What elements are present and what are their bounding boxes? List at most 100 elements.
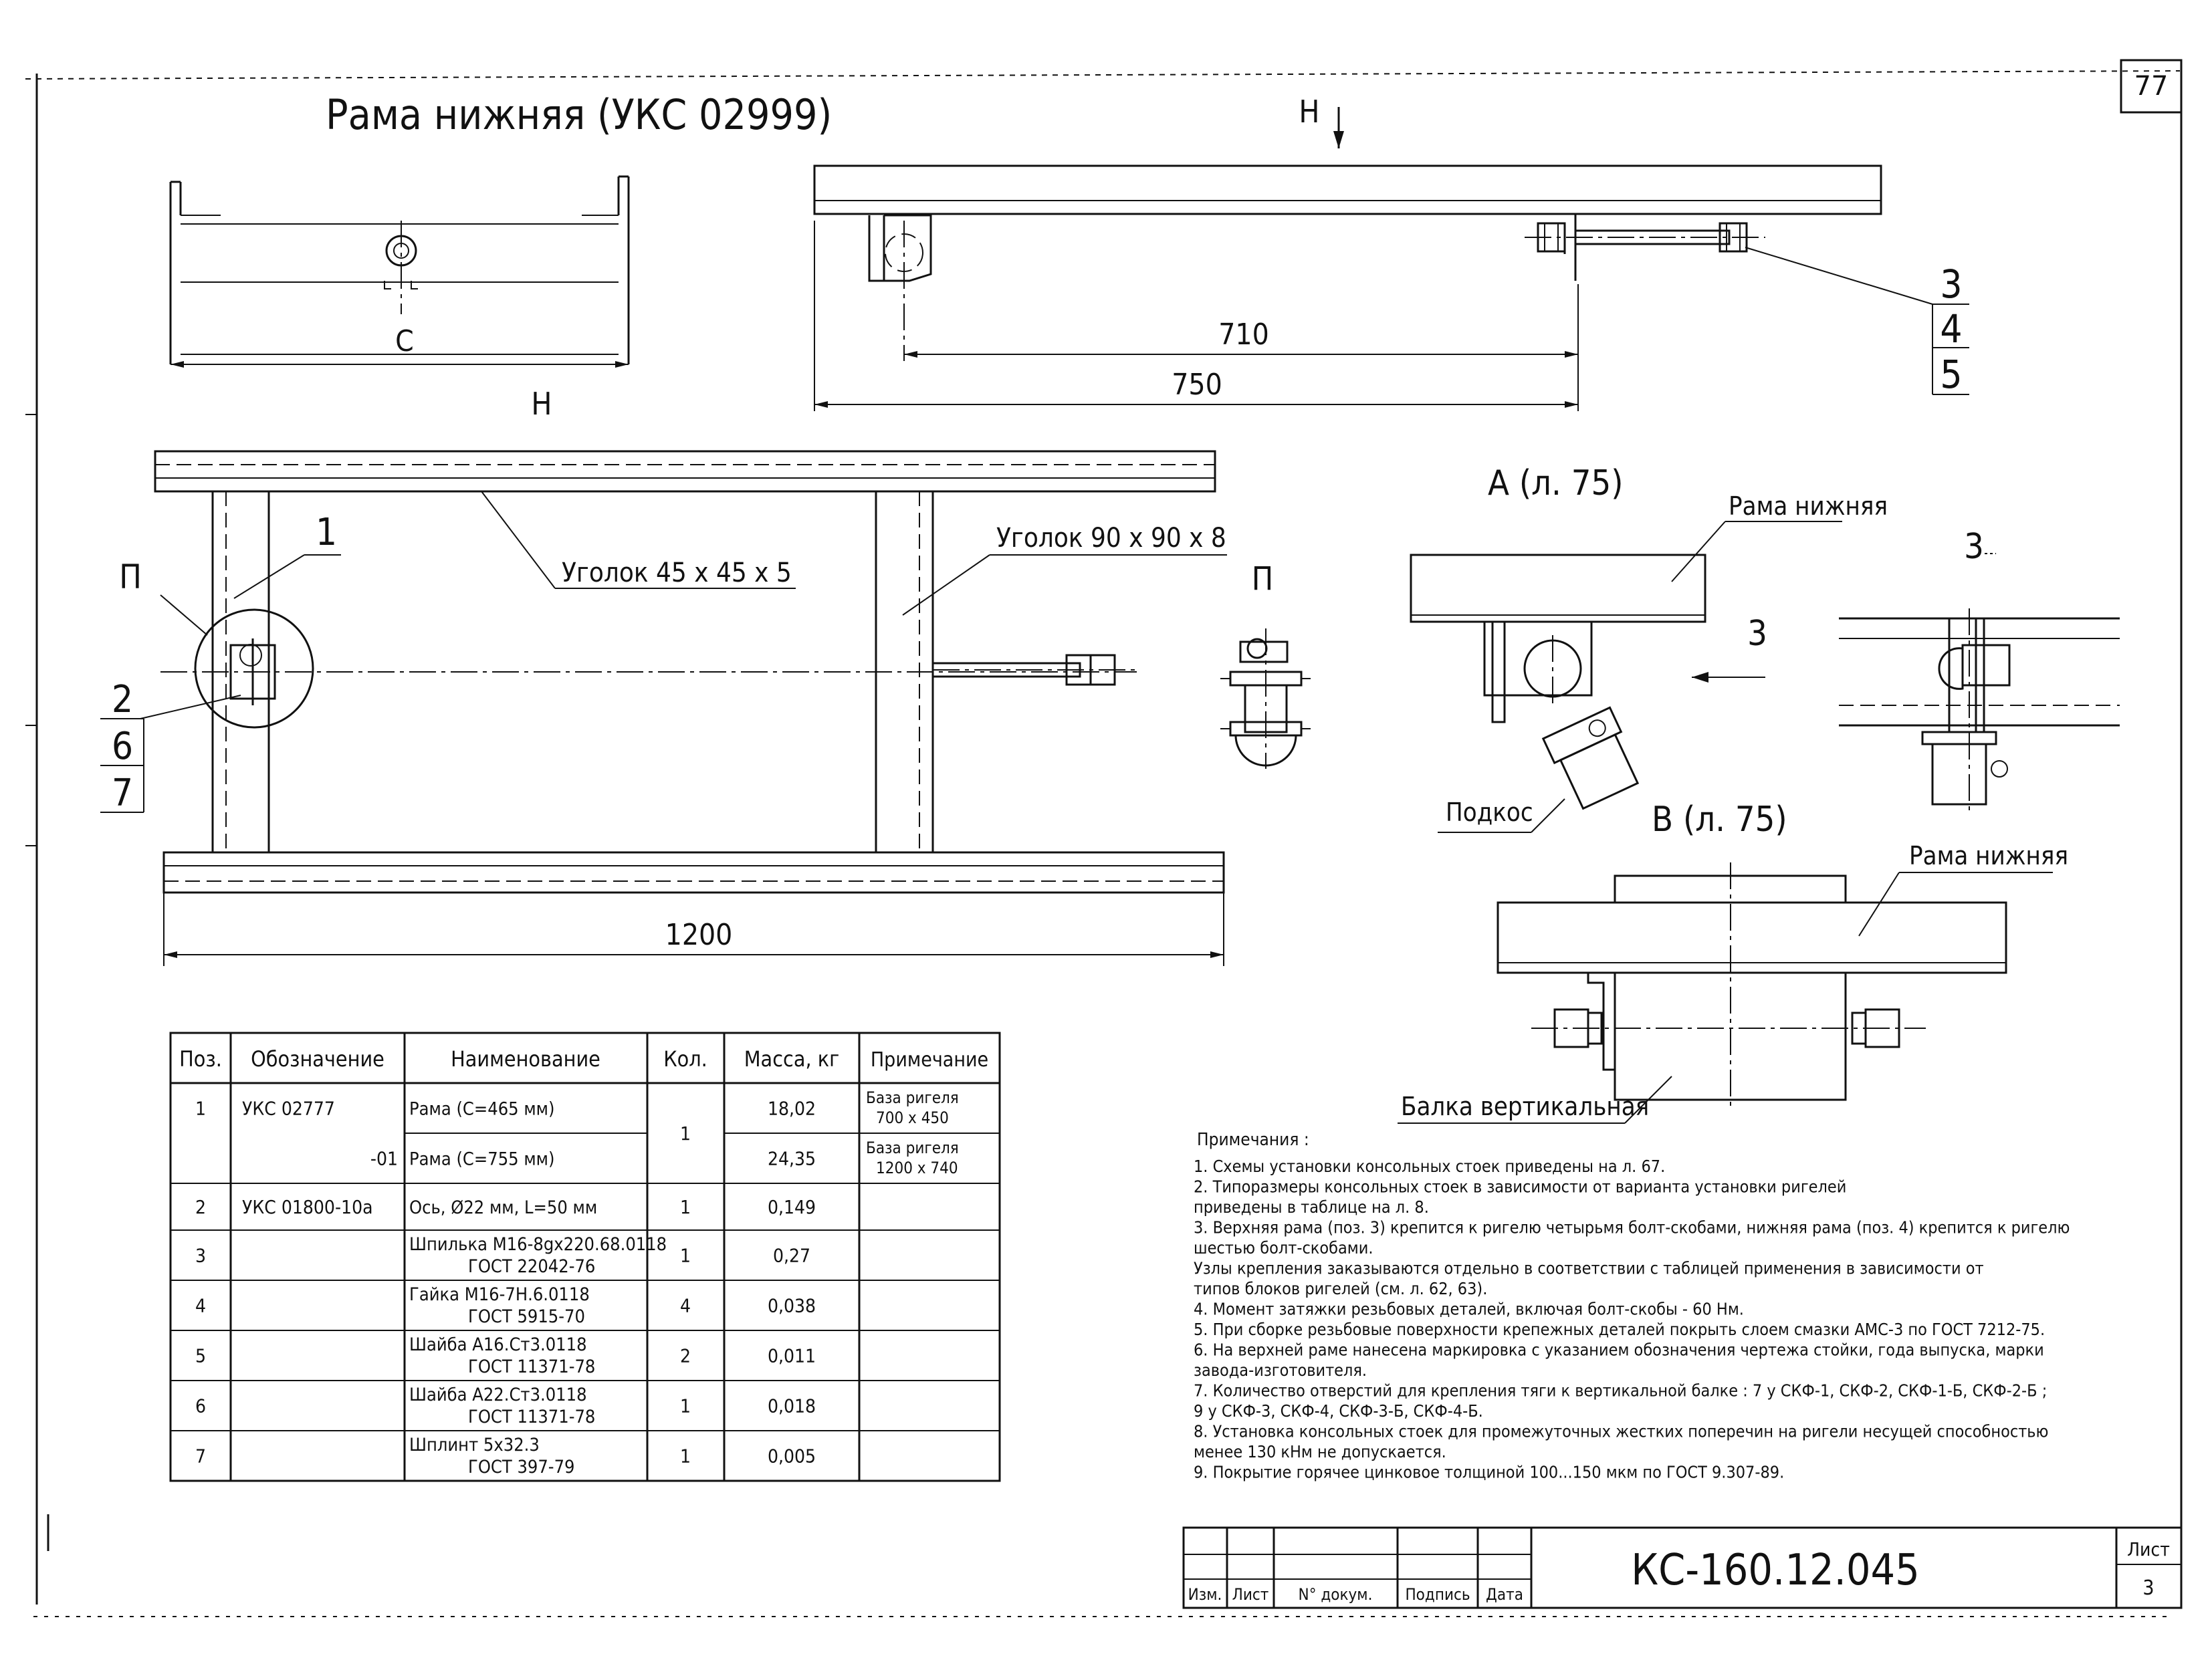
spec-pos: 7 [195,1445,206,1467]
tb-col-doc: N° докум. [1299,1585,1373,1604]
spec-pos: 6 [195,1395,206,1417]
spec-name-line1: Гайка М16-7Н.6.0118 [409,1284,590,1305]
margin-marks [25,414,49,1551]
th-designation: Обозначение [251,1046,384,1072]
detail-p: П [1220,560,1311,769]
note-line: 9 у СКФ-3, СКФ-4, СКФ-3-Б, СКФ-4-Б. [1194,1401,1483,1421]
tb-col-date: Дата [1486,1585,1523,1604]
dim-710: 710 [1218,318,1269,352]
view-a-brace-label: Подкос [1446,798,1533,827]
spec-name-line1: Шайба А16.Ст3.0118 [409,1334,587,1355]
view-h-arrow-label: Н [1299,94,1319,130]
spec-designation: УКС 01800-10а [242,1196,373,1218]
spec-pos: 5 [195,1345,206,1367]
spec-qty: 1 [680,1245,691,1267]
plan-callout-p: П [119,558,142,596]
spec-name-line2: ГОСТ 5915-70 [468,1306,585,1327]
spec-name: Ось, Ø22 мм, L=50 мм [409,1197,597,1218]
spec-note-line2: 1200 х 740 [876,1159,958,1177]
spec-name-line2: ГОСТ 397-79 [468,1457,574,1477]
spec-mass: 0,011 [768,1345,816,1367]
spec-note-line2: 700 х 450 [876,1108,949,1127]
th-note: Примечание [871,1048,988,1072]
title-block: КС-160.12.045 Лист 3 Изм. Лист N° докум.… [1182,1526,2183,1609]
spec-mass: 0,149 [768,1196,816,1218]
tb-col-sign: Подпись [1405,1585,1470,1604]
title-block-sheet-label: Лист [2127,1538,2170,1560]
th-mass: Масса, кг [744,1046,840,1072]
spec-qty: 1 [680,1122,691,1145]
view-a-title: А (л. 75) [1488,463,1624,503]
spec-name-line1: Шплинт 5х32.3 [409,1435,540,1455]
angle-45-label: Уголок 45 х 45 х 5 [562,558,792,588]
spec-qty: 1 [680,1395,691,1417]
note-line: 2. Типоразмеры консольных стоек в зависи… [1194,1177,1846,1197]
plan-callout-6: 6 [112,725,133,768]
spec-pos: 4 [195,1295,206,1317]
page-number: 77 [2134,71,2169,102]
spec-qty: 1 [680,1445,691,1467]
note-line: шестью болт-скобами. [1194,1238,1373,1258]
note-line: 3. Верхняя рама (поз. 3) крепится к риге… [1194,1218,2070,1237]
notes: Примечания : 1. Схемы установки консольн… [1194,1130,2070,1482]
view-3-label: 3 [1964,527,1984,567]
note-line: завода-изготовителя. [1194,1360,1367,1380]
plan-h-label: Н [531,386,552,422]
view-b: В (л. 75) [1398,800,2053,1124]
spec-name-line2: ГОСТ 11371-78 [468,1356,595,1377]
spec-name-line1: Шайба А22.Ст3.0118 [409,1385,587,1405]
side-view [169,175,630,368]
spec-pos: 1 [195,1098,206,1120]
view-b-frame-label: Рама нижняя [1909,841,2068,870]
callout-3: 3 [1940,261,1962,307]
view-a-frame-label: Рама нижняя [1729,491,1888,521]
spec-mass: 0,27 [773,1245,810,1267]
note-line: 1. Схемы установки консольных стоек прив… [1194,1157,1665,1176]
dim-1200: 1200 [665,918,733,952]
th-pos: Поз. [179,1046,222,1072]
view-b-title: В (л. 75) [1652,800,1787,840]
top-view: Н [813,94,1969,411]
callout-5: 5 [1940,352,1962,397]
spec-name: Рама (С=755 мм) [409,1149,554,1170]
spec-mass: 0,038 [768,1295,816,1317]
view-a-arrow-label: 3 [1747,614,1767,654]
dim-c-label: С [395,324,414,358]
plan-view: Н [100,386,1227,966]
note-line: 9. Покрытие горячее цинковое толщиной 10… [1194,1463,1784,1482]
note-line: Узлы крепления заказываются отдельно в с… [1194,1259,1984,1278]
spec-name-line2: ГОСТ 22042-76 [468,1256,595,1277]
spec-name: Рама (С=465 мм) [409,1099,554,1120]
detail-p-label: П [1252,560,1273,598]
angle-90-label: Уголок 90 х 90 х 8 [996,523,1226,554]
spec-name-line1: Шпилька М16-8gх220.68.0118 [409,1234,667,1255]
spec-pos: 2 [195,1196,206,1218]
spec-qty: 4 [680,1295,691,1317]
view-a: А (л. 75) Подкос 3 [1410,463,1842,833]
th-name: Наименование [451,1046,600,1072]
tb-col-izm: Изм. [1188,1585,1222,1604]
title-block-designation: КС-160.12.045 [1631,1546,1919,1595]
spec-note-line1: База ригеля [866,1139,959,1157]
plan-callout-7: 7 [112,772,133,815]
spec-table [169,1032,1001,1482]
sheet-frame [25,59,2183,1617]
dim-750: 750 [1172,368,1222,402]
spec-qty: 1 [680,1196,691,1218]
spec-note-line1: База ригеля [866,1088,959,1107]
th-qty: Кол. [663,1046,707,1072]
note-line: 8. Установка консольных стоек для промеж… [1194,1422,2048,1441]
plan-callout-1: 1 [316,511,337,554]
notes-heading: Примечания : [1197,1130,1309,1150]
note-line: 5. При сборке резьбовые поверхности креп… [1194,1320,2045,1339]
spec-table-header: Поз. Обозначение Наименование Кол. Масса… [179,1046,988,1072]
tb-col-list: Лист [1232,1585,1269,1604]
drawing-title: Рама нижняя (УКС 02999) [326,90,832,139]
view-b-beam-label: Балка вертикальная [1401,1092,1649,1121]
note-line: менее 130 кНм не допускается. [1194,1442,1446,1461]
note-line: приведены в таблице на л. 8. [1194,1197,1429,1217]
view-3: 3 [1839,527,2120,816]
note-line: типов блоков ригелей (см. л. 62, 63). [1194,1279,1487,1298]
